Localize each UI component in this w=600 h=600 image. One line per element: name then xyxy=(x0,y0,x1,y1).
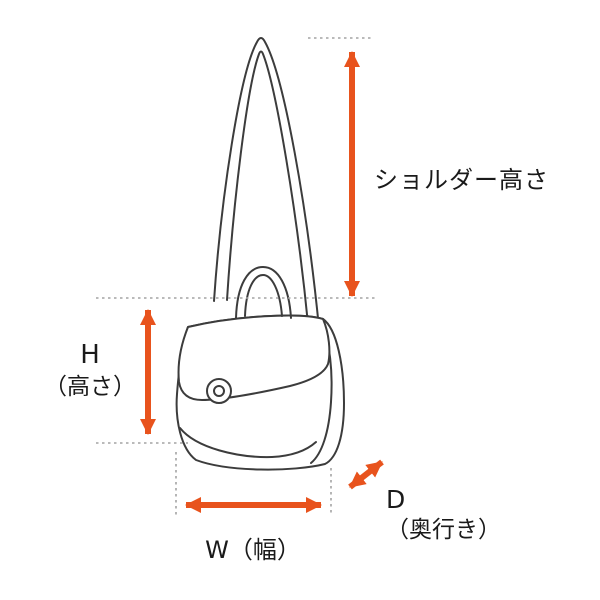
dimension-arrows xyxy=(140,51,384,513)
clasp-center xyxy=(213,385,225,397)
handle-outline xyxy=(235,266,292,319)
clasp-icon xyxy=(206,378,232,404)
depth-arrow xyxy=(348,459,384,490)
guide-lines xyxy=(96,37,378,516)
front-bottom-seam xyxy=(179,427,317,459)
shoulder-height-label: ショルダー高さ xyxy=(374,166,549,194)
depth-sub-label: （奥行き） xyxy=(386,517,501,543)
height-label: H （高さ） xyxy=(38,338,142,403)
height-sub-label: （高さ） xyxy=(44,374,136,401)
depth-letter: D xyxy=(386,485,406,514)
height-letter: H xyxy=(80,340,100,370)
strap-inner-line xyxy=(226,50,309,325)
handle-inner-line xyxy=(244,274,283,317)
width-label: W（幅） xyxy=(205,536,301,564)
depth-label: D （奥行き） xyxy=(386,484,501,545)
strap-outline xyxy=(213,37,320,329)
bag-line-art xyxy=(175,37,345,471)
